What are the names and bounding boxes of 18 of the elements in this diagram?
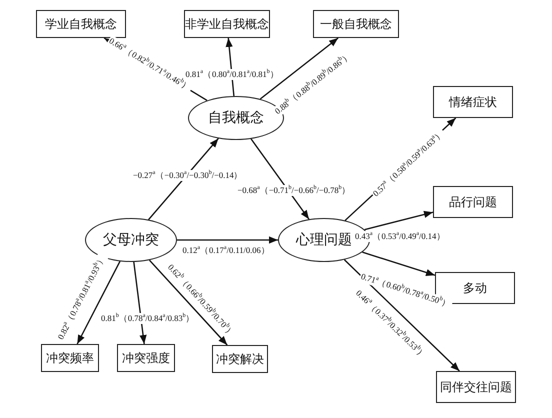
variable-box: 学业自我概念 [36,10,126,38]
variable-box: 非学业自我概念 [184,10,270,38]
arrow [148,138,219,220]
arrow [250,138,310,220]
variable-box: 冲突解决 [212,345,268,373]
arrow [177,236,278,244]
arrow [362,252,436,276]
variable-box: 品行问题 [433,186,513,218]
arrow [76,261,121,344]
variable-box: 一般自我概念 [313,10,399,38]
arrow [260,37,339,100]
arrow [344,259,460,372]
variable-box: 情绪症状 [433,86,513,118]
variable-box: 冲突频率 [41,344,99,372]
arrow [148,260,228,346]
arrow [364,210,434,230]
variable-box: 同伴交往问题 [436,371,516,403]
variable-box: 冲突强度 [117,344,175,372]
